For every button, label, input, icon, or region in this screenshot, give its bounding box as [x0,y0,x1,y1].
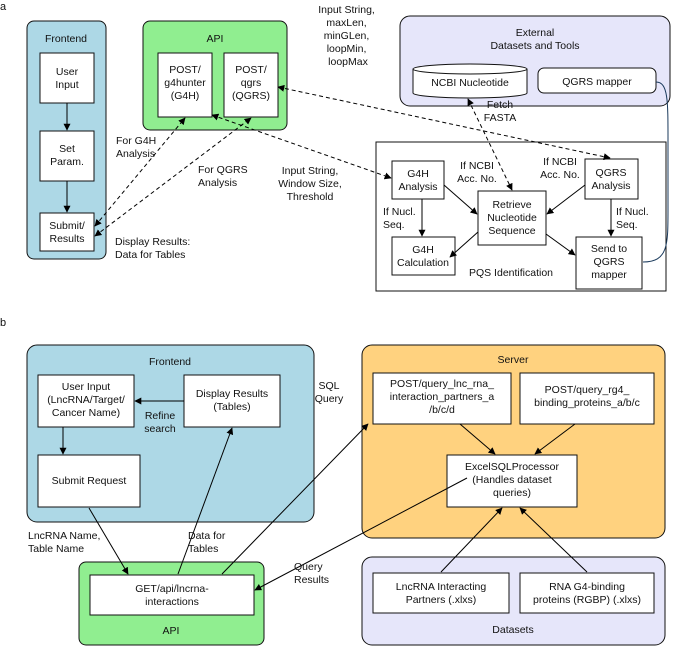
svg-text:POST/qgrs(QGRS): POST/qgrs(QGRS) [232,64,270,102]
panel-a-label: a [0,1,7,13]
panel-b-label: b [0,317,6,329]
datasets-title: Datasets [492,624,533,636]
svg-text:QGRS mapper: QGRS mapper [562,76,632,88]
display-results-box: Display Results(Tables) [183,374,281,428]
qgrs-endpoint-box: POST/qgrs(QGRS) [223,52,279,118]
qgrs-mapper-link [642,81,669,263]
svg-text:Submit Request: Submit Request [52,475,127,487]
nucl-seq-right-label: If Nucl.Seq. [616,206,649,231]
svg-text:Display Results(Tables): Display Results(Tables) [196,388,268,413]
lncrna-name-label: LncRNA Name,Table Name [28,530,100,555]
svg-text:ExcelSQLProcessor(Handles data: ExcelSQLProcessor(Handles datasetqueries… [465,461,559,499]
user-input-b-box: User Input(LncRNA/Target/Cancer Name) [37,374,135,428]
svg-text:POST/g4hunter(G4H): POST/g4hunter(G4H) [164,64,206,102]
svg-text:POST/query_rg4_binding_protein: POST/query_rg4_binding_proteins_a/b/c [534,384,640,409]
qgrs-mapper-box: QGRS mapper [537,67,657,94]
submit-results-box: Submit/Results [39,212,95,252]
query-rg4-endpoint-box: POST/query_rg4_binding_proteins_a/b/c [519,372,655,425]
frontend-a-title: Frontend [45,33,87,45]
svg-text:Submit/Results: Submit/Results [49,220,85,245]
svg-text:POST/query_lnc_rna_interaction: POST/query_lnc_rna_interaction_partners_… [390,378,495,416]
display-results-label: Display Results:Data for Tables [115,236,190,261]
server-title: Server [498,354,529,366]
pqs-title: PQS Identification [469,267,553,279]
frontend-b-title: Frontend [149,356,191,368]
g4hunter-endpoint-box: POST/g4hunter(G4H) [157,52,213,118]
lncrna-interactions-endpoint-box: GET/api/lncrna-interactions [89,574,255,616]
svg-text:User Input(LncRNA/Target/Cance: User Input(LncRNA/Target/Cancer Name) [47,381,125,419]
svg-text:NCBI Nucleotide: NCBI Nucleotide [431,77,509,89]
api-a-title: API [207,33,224,45]
input-string-g4h-label: Input String,Window Size,Threshold [278,165,342,203]
svg-text:GET/api/lncrna-interactions: GET/api/lncrna-interactions [135,583,209,608]
query-lnc-endpoint-box: POST/query_lnc_rna_interaction_partners_… [372,372,512,425]
ncbi-database: NCBI Nucleotide [412,63,528,99]
input-string-qgrs-label: Input String, maxLen, minGLen, loopMin, … [318,4,378,68]
api-b-title: API [163,625,180,637]
submit-request-box: Submit Request [37,454,141,508]
nucl-seq-left-label: If Nucl.Seq. [383,206,416,231]
